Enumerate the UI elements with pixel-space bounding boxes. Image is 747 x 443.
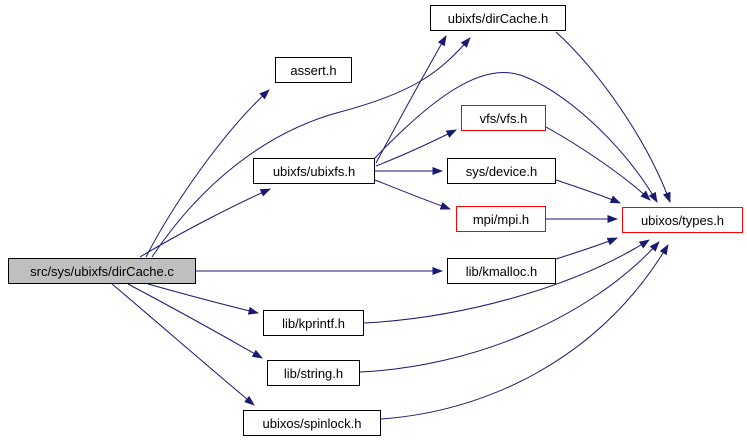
graph-node-mpi-mpi-h[interactable]: mpi/mpi.h bbox=[456, 206, 546, 232]
graph-node-label: assert.h bbox=[290, 62, 337, 78]
edge-sys-device-h-to-ubixos-types-h bbox=[555, 179, 621, 204]
graph-node-label: lib/kmalloc.h bbox=[465, 263, 538, 279]
graph-node-dircache-c: src/sys/ubixfs/dirCache.c bbox=[8, 258, 196, 284]
edge-ubixfs-ubixfs-h-to-ubixos-types-h bbox=[372, 71, 658, 203]
edge-ubixos-spinlock-h-to-ubixos-types-h bbox=[380, 244, 669, 420]
graph-node-ubixos-types-h[interactable]: ubixos/types.h bbox=[622, 207, 743, 233]
edge-lib-string-h-to-ubixos-types-h bbox=[359, 241, 660, 373]
graph-node-label: ubixos/spinlock.h bbox=[262, 415, 362, 431]
edge-dircache-c-to-lib-string-h bbox=[127, 283, 263, 359]
graph-node-label: lib/string.h bbox=[283, 365, 344, 381]
edge-dircache-c-to-ubixfs-ubixfs-h bbox=[139, 188, 271, 258]
graph-node-ubixfs-ubixfs-h[interactable]: ubixfs/ubixfs.h bbox=[253, 158, 375, 184]
graph-node-label: lib/kprintf.h bbox=[282, 315, 345, 331]
graph-node-lib-string-h[interactable]: lib/string.h bbox=[267, 360, 360, 386]
edge-dircache-c-to-assert-h bbox=[145, 89, 270, 258]
edge-ubixfs-ubixfs-h-to-ubixfs-dircache-h bbox=[375, 35, 447, 164]
edge-vfs-vfs-h-to-ubixos-types-h bbox=[545, 126, 651, 201]
edge-ubixfs-dircache-h-to-ubixos-types-h bbox=[555, 31, 671, 203]
edge-dircache-c-to-lib-kprintf-h bbox=[147, 283, 259, 315]
graph-node-label: ubixfs/ubixfs.h bbox=[272, 163, 356, 179]
edge-ubixfs-ubixfs-h-to-mpi-mpi-h bbox=[374, 179, 451, 210]
graph-node-label: src/sys/ubixfs/dirCache.c bbox=[30, 263, 174, 279]
graph-node-sys-device-h[interactable]: sys/device.h bbox=[447, 158, 556, 184]
graph-node-vfs-vfs-h[interactable]: vfs/vfs.h bbox=[461, 105, 546, 131]
graph-node-assert-h[interactable]: assert.h bbox=[275, 57, 352, 83]
graph-node-label: mpi/mpi.h bbox=[472, 211, 530, 227]
edge-group bbox=[111, 31, 671, 420]
graph-node-label: sys/device.h bbox=[465, 163, 538, 179]
graph-node-lib-kmalloc-h[interactable]: lib/kmalloc.h bbox=[447, 258, 556, 284]
graph-node-label: ubixfs/dirCache.h bbox=[447, 10, 549, 26]
graph-node-label: ubixos/types.h bbox=[640, 212, 725, 228]
graph-node-ubixos-spinlock-h[interactable]: ubixos/spinlock.h bbox=[243, 410, 381, 436]
edge-lib-kmalloc-h-to-ubixos-types-h bbox=[555, 237, 618, 260]
edge-lib-kprintf-h-to-ubixos-types-h bbox=[363, 239, 650, 324]
graph-node-label: vfs/vfs.h bbox=[479, 110, 528, 126]
edge-dircache-c-to-ubixfs-dircache-h bbox=[151, 37, 471, 258]
graph-node-ubixfs-dircache-h[interactable]: ubixfs/dirCache.h bbox=[430, 5, 566, 31]
edge-ubixfs-ubixfs-h-to-vfs-vfs-h bbox=[375, 129, 457, 167]
edge-dircache-c-to-ubixos-spinlock-h bbox=[111, 283, 255, 406]
graph-node-lib-kprintf-h[interactable]: lib/kprintf.h bbox=[263, 310, 364, 336]
